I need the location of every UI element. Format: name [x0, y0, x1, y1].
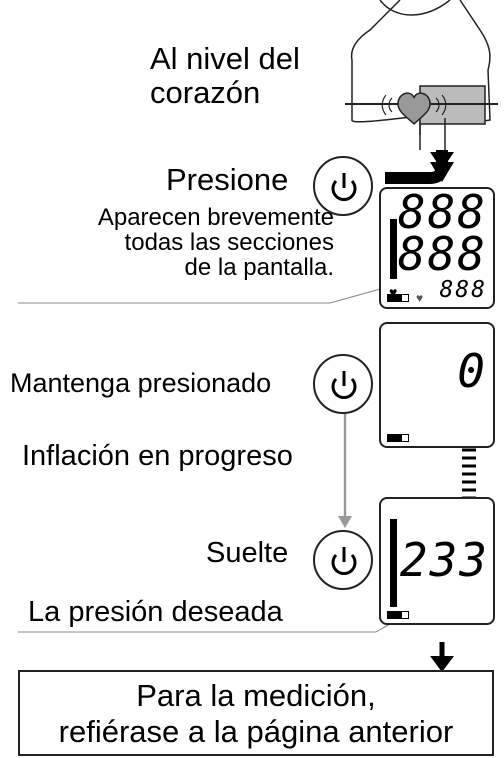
- heart-level-line1: Al nivel del: [150, 41, 300, 76]
- inflation-value: 0: [457, 344, 487, 398]
- footer-line1: Para la medición,: [136, 678, 376, 713]
- heart-icon: [397, 92, 431, 126]
- battery-icon: [387, 434, 409, 442]
- battery-icon: [387, 611, 409, 619]
- release-label: Suelte: [206, 537, 289, 569]
- press-arrow-head: [430, 152, 454, 170]
- pressure-bar: [390, 519, 397, 607]
- test-pulse: 888: [439, 277, 487, 303]
- footer-note-box: Para la medición, refiérase a la página …: [18, 670, 494, 756]
- test-systolic: 888: [397, 185, 487, 239]
- heart-small-icon: ♥: [416, 291, 424, 305]
- press-label: Presione: [166, 162, 289, 197]
- start-button[interactable]: [313, 156, 373, 216]
- all-segments-line2: todas las secciones: [124, 229, 334, 256]
- power-icon: [331, 173, 357, 201]
- pressure-bar: [390, 219, 397, 279]
- test-diastolic: 888: [397, 227, 487, 281]
- all-segments-label: Aparecen brevemente todas las secciones …: [22, 205, 334, 280]
- lcd-inflation-display: 0: [379, 322, 495, 448]
- torso-outline: [350, 0, 491, 71]
- inflation-label: Inflación en progreso: [22, 440, 293, 472]
- release-button[interactable]: [313, 530, 373, 590]
- footer-line2: refiérase a la página anterior: [58, 714, 454, 749]
- battery-icon: [387, 294, 409, 302]
- desired-pressure-label: La presión deseada: [28, 596, 283, 628]
- target-value: 233: [399, 533, 489, 587]
- heart-icon: ♥: [389, 284, 398, 300]
- power-icon: [331, 371, 357, 399]
- power-icon: [331, 547, 357, 575]
- hold-button[interactable]: [313, 354, 373, 414]
- all-segments-line3: de la pantalla.: [184, 254, 334, 281]
- all-segments-line1: Aparecen brevemente: [97, 204, 334, 231]
- heart-level-line2: corazón: [150, 75, 261, 110]
- lcd-test-display: ♥ 888 888 888 ♥: [379, 187, 495, 309]
- lcd-target-display: 233: [379, 497, 495, 625]
- heart-level-label: Al nivel del corazón: [150, 42, 300, 110]
- hold-label: Mantenga presionado: [10, 368, 272, 398]
